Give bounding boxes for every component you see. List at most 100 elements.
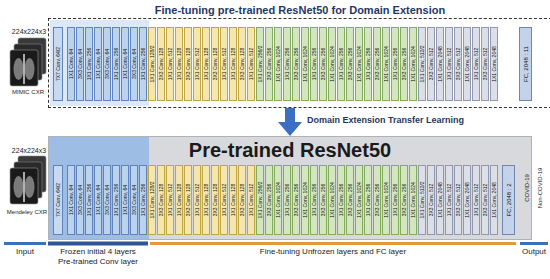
layer-column: 1X1 Conv, 1024 (328, 27, 336, 101)
layer-column: 1X1 Conv, 256 (337, 27, 345, 101)
layer-text: 1X1 Conv, 256 (366, 48, 371, 81)
layer-text: 1X1 Conv, 1024 (276, 46, 281, 82)
layer-column: 1X1 Conv, 1024 (355, 165, 363, 235)
layer-text: 3X3 Conv, 512 (456, 184, 461, 217)
bottleneck-block: 1X1 Conv, 512/23X3 Conv, 5121X1 Conv, 20… (418, 165, 444, 235)
layer-column: 1X1 Conv, 1024 (355, 27, 363, 101)
bottleneck-block: 1X1 Conv, 64 3X3 Conv, 641X1 Conv, 256 (121, 27, 147, 101)
layer-text: 1X1 Conv, 256/2 (258, 182, 263, 219)
note-label: Mendeley CXR (7, 209, 47, 216)
layer-text: 1X1 Conv, 64 (123, 185, 128, 215)
layer-column: 3X3 Conv, 128 (157, 27, 165, 101)
lung-shape (25, 176, 35, 198)
bottleneck-block: 1X1 Conv, 643X3 Conv, 641X1 Conv, 256 (94, 27, 120, 101)
layer-column: 1X1 Conv, 128 (175, 27, 183, 101)
layer-text: 3X3 Conv, 512 (429, 48, 434, 81)
layer-text: FC, 2048 : 11 (523, 46, 529, 82)
layer-text: 3X3 Conv, 128 (213, 184, 218, 217)
layer-text: 1X1 Conv, 256 (393, 48, 398, 81)
layer-column: 3X3 Conv, 512 (454, 165, 462, 235)
xray-stack (10, 156, 46, 204)
layer-text: 1X1 Conv, 256 (87, 184, 92, 217)
layer-column: 1X1 Conv, 2048 (463, 165, 471, 235)
layer-column: 1X1 Conv, 1024 (301, 165, 309, 235)
bottleneck-block: 1X1 Conv, 128/23X3 Conv, 1281X1 Conv, 51… (148, 165, 174, 235)
bottleneck-block: 1X1 Conv, 256 3X3 Conv, 256 1X1 Conv, 1024 (391, 27, 417, 101)
layer-column: 1X1 Conv, 64 (67, 165, 75, 235)
layer-text: 1X1 Conv, 512/2 (420, 182, 425, 219)
bottleneck-block: 1X1 Conv, 512/23X3 Conv, 5121X1 Conv, 20… (418, 27, 444, 101)
bottleneck-block: 1X1 Conv, 2563X3 Conv, 2561X1 Conv, 1024 (391, 165, 417, 235)
bottleneck-block: 1X1 Conv, 1283X3 Conv, 1281X1 Conv, 512 (202, 27, 228, 101)
layer-text: 7X7 Conv, 64/2 (56, 47, 61, 81)
layer-text: 1X1 Conv, 1024 (276, 182, 281, 218)
panel-heading: Fine-tuning pre-trained ResNet50 for Dom… (49, 4, 550, 16)
layer-column: 1X1 Conv, 256 (364, 27, 372, 101)
layer-column: 1X1 Conv, 256 (139, 27, 147, 101)
layer-column: 1X1 Conv, 512/2 (418, 27, 426, 101)
layer-column: 1X1 Conv, 64 (94, 165, 102, 235)
layer-column: 3X3 Conv, 256 (373, 27, 381, 101)
layer-column: 3X3 Conv, 512 (481, 165, 489, 235)
layer-text: 1X1 Conv, 64 (123, 49, 128, 79)
layer-column: 1X1 Conv, 256 (85, 27, 93, 101)
bottleneck-block: 1X1 Conv, 5123X3 Conv, 5121X1 Conv, 2048 (445, 165, 471, 235)
layer-text: 3X3 Conv, 64 (78, 185, 83, 215)
layer-text: 3X3 Conv, 512 (483, 184, 488, 217)
bottleneck-block: 1X1 Conv, 1283X3 Conv, 1281X1 Conv, 512 (175, 27, 201, 101)
layer-column: 7X7 Conv, 64/2 (53, 165, 63, 235)
lung-shape (14, 176, 24, 198)
lung-shape (14, 58, 24, 80)
layer-column: 1X1 Conv, 256 (112, 27, 120, 101)
xray-stack (10, 38, 46, 86)
bar-segment (4, 242, 46, 245)
spine-shape (23, 54, 25, 84)
layer-column: 1X1 Conv, 64 (121, 27, 129, 101)
layer-text: 3X3 Conv, 64 (132, 49, 137, 79)
bottleneck-block: 1X1 Conv, 2563X3 Conv, 2561X1 Conv, 1024 (364, 165, 390, 235)
layer-column: 1X1 Conv, 64 (121, 165, 129, 235)
bottleneck-block: 1X1 Conv, 5123X3 Conv, 5121X1 Conv, 2048 (445, 27, 471, 101)
layer-column: 1X1 Conv, 1024 (274, 165, 282, 235)
layer-text: 3X3 Conv, 256 (294, 184, 299, 217)
layer-column: 3X3 Conv, 64 (130, 165, 138, 235)
layer-column: 1X1 Conv, 256 (391, 27, 399, 101)
layer-column: 1X1 Conv, 256 (364, 165, 372, 235)
layer-column: 1X1 Conv, 512 (166, 165, 174, 235)
layer-column: 3X3 Conv, 256 (265, 165, 273, 235)
layer-text: 1X1 Conv, 2048 (492, 182, 497, 218)
layer-column: 1X1 Conv, 1024 (382, 165, 390, 235)
layer-text: 3X3 Conv, 64 (105, 185, 110, 215)
bottleneck-block: 1X1 Conv, 2563X3 Conv, 2561X1 Conv, 1024 (283, 27, 309, 101)
layer-column: 1X1 Conv, 128 (175, 165, 183, 235)
layer-column: 3X3 Conv, 256 (373, 165, 381, 235)
layer-column: 1X1 Conv, 512 (166, 27, 174, 101)
layer-text: 3X3 Conv, 256 (348, 184, 353, 217)
bottleneck-block: 1X1 Conv, 1283X3 Conv, 1281X1 Conv, 512 (229, 165, 255, 235)
layer-column: 1X1 Conv, 256/2 (256, 27, 264, 101)
transfer-arrow (285, 108, 295, 122)
layer-text: 1X1 Conv, 512 (222, 184, 227, 217)
note-label: Output (522, 248, 546, 257)
layer-text: 1X1 Conv, 512 (474, 184, 479, 217)
note-label: Input (16, 248, 34, 257)
bar-segment (48, 242, 148, 246)
layer-text: 1X1 Conv, 256 (141, 184, 146, 217)
bottleneck-block: 1X1 Conv, 512 3X3 Conv, 512 1X1 Conv, 2048 (472, 165, 498, 235)
layer-text: 1X1 Conv, 1024 (411, 46, 416, 82)
layer-column: 1X1 Conv, 256 (139, 165, 147, 235)
layer-text: 3X3 Conv, 64 (78, 49, 83, 79)
layer-column: 1X1 Conv, 512 (445, 165, 453, 235)
bottleneck-block: 1X1 Conv, 256/23X3 Conv, 2561X1 Conv, 10… (256, 27, 282, 101)
note-label: 224x224x3 (12, 28, 46, 36)
layer-text: 3X3 Conv, 256 (402, 48, 407, 81)
fc-layer: FC, 2048 : 11 (519, 27, 532, 101)
layer-text: 3X3 Conv, 128 (186, 184, 191, 217)
bottleneck-block: 1X1 Conv, 256/23X3 Conv, 2561X1 Conv, 10… (256, 165, 282, 235)
note-label: 224x224x3 (12, 147, 46, 155)
stage-bar (4, 242, 548, 246)
layer-column: 3X3 Conv, 64 (103, 165, 111, 235)
layer-column: 3X3 Conv, 256 (265, 27, 273, 101)
layer-text: 3X3 Conv, 256 (402, 184, 407, 217)
layer-text: 1X1 Conv, 256 (366, 184, 371, 217)
